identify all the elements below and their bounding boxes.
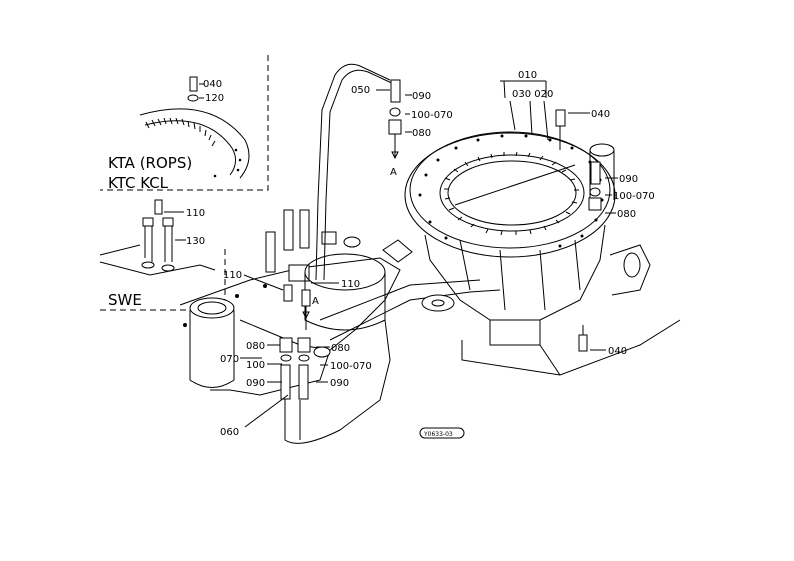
label-050: 050 xyxy=(351,85,370,96)
label-110-inset: 110 xyxy=(186,208,205,219)
figure-code: Y0633-03 xyxy=(423,431,453,438)
label-080-right: 080 xyxy=(617,209,636,220)
label-080-mid: 080 xyxy=(331,343,350,354)
label-100-left: 100 xyxy=(246,360,265,371)
inset-swe xyxy=(99,199,226,311)
label-040-top-left: 040 xyxy=(203,79,222,90)
label-100-070-top: 100-070 xyxy=(411,110,453,121)
label-a-top: A xyxy=(390,167,397,178)
label-120: 120 xyxy=(205,93,224,104)
label-kta-rops: KTA (ROPS) xyxy=(108,154,192,172)
label-090-mid: 090 xyxy=(330,378,349,389)
label-110-left: 110 xyxy=(223,270,242,281)
label-040-bottom: 040 xyxy=(608,346,627,357)
label-090-left: 090 xyxy=(246,378,265,389)
label-010: 010 xyxy=(518,70,537,81)
label-swe: SWE xyxy=(108,291,142,309)
ring-inner-teeth xyxy=(444,151,579,236)
swing-bearing xyxy=(404,131,681,376)
leader-lines xyxy=(240,80,618,428)
label-030-020: 030 020 xyxy=(512,89,553,100)
label-060: 060 xyxy=(220,427,239,438)
label-040-right: 040 xyxy=(591,109,610,120)
hose-route xyxy=(284,63,397,444)
inset-rops xyxy=(100,55,269,191)
label-110-mid: 110 xyxy=(341,279,360,290)
label-130: 130 xyxy=(186,236,205,247)
label-090-right: 090 xyxy=(619,174,638,185)
label-100-070-right: 100-070 xyxy=(613,191,655,202)
label-080-top: 080 xyxy=(412,128,431,139)
label-ktc-kcl: KTC KCL xyxy=(108,174,169,192)
label-090-top: 090 xyxy=(412,91,431,102)
label-080-left: 080 xyxy=(246,341,265,352)
label-a-mid: A xyxy=(312,296,319,307)
label-070-left: 070 xyxy=(220,354,239,365)
label-100-070-mid: 100-070 xyxy=(330,361,372,372)
fittings xyxy=(279,79,602,400)
labels: KTA (ROPS) KTC KCL SWE 010 030 020 040 1… xyxy=(108,70,655,439)
inset-gear-teeth xyxy=(145,117,216,147)
